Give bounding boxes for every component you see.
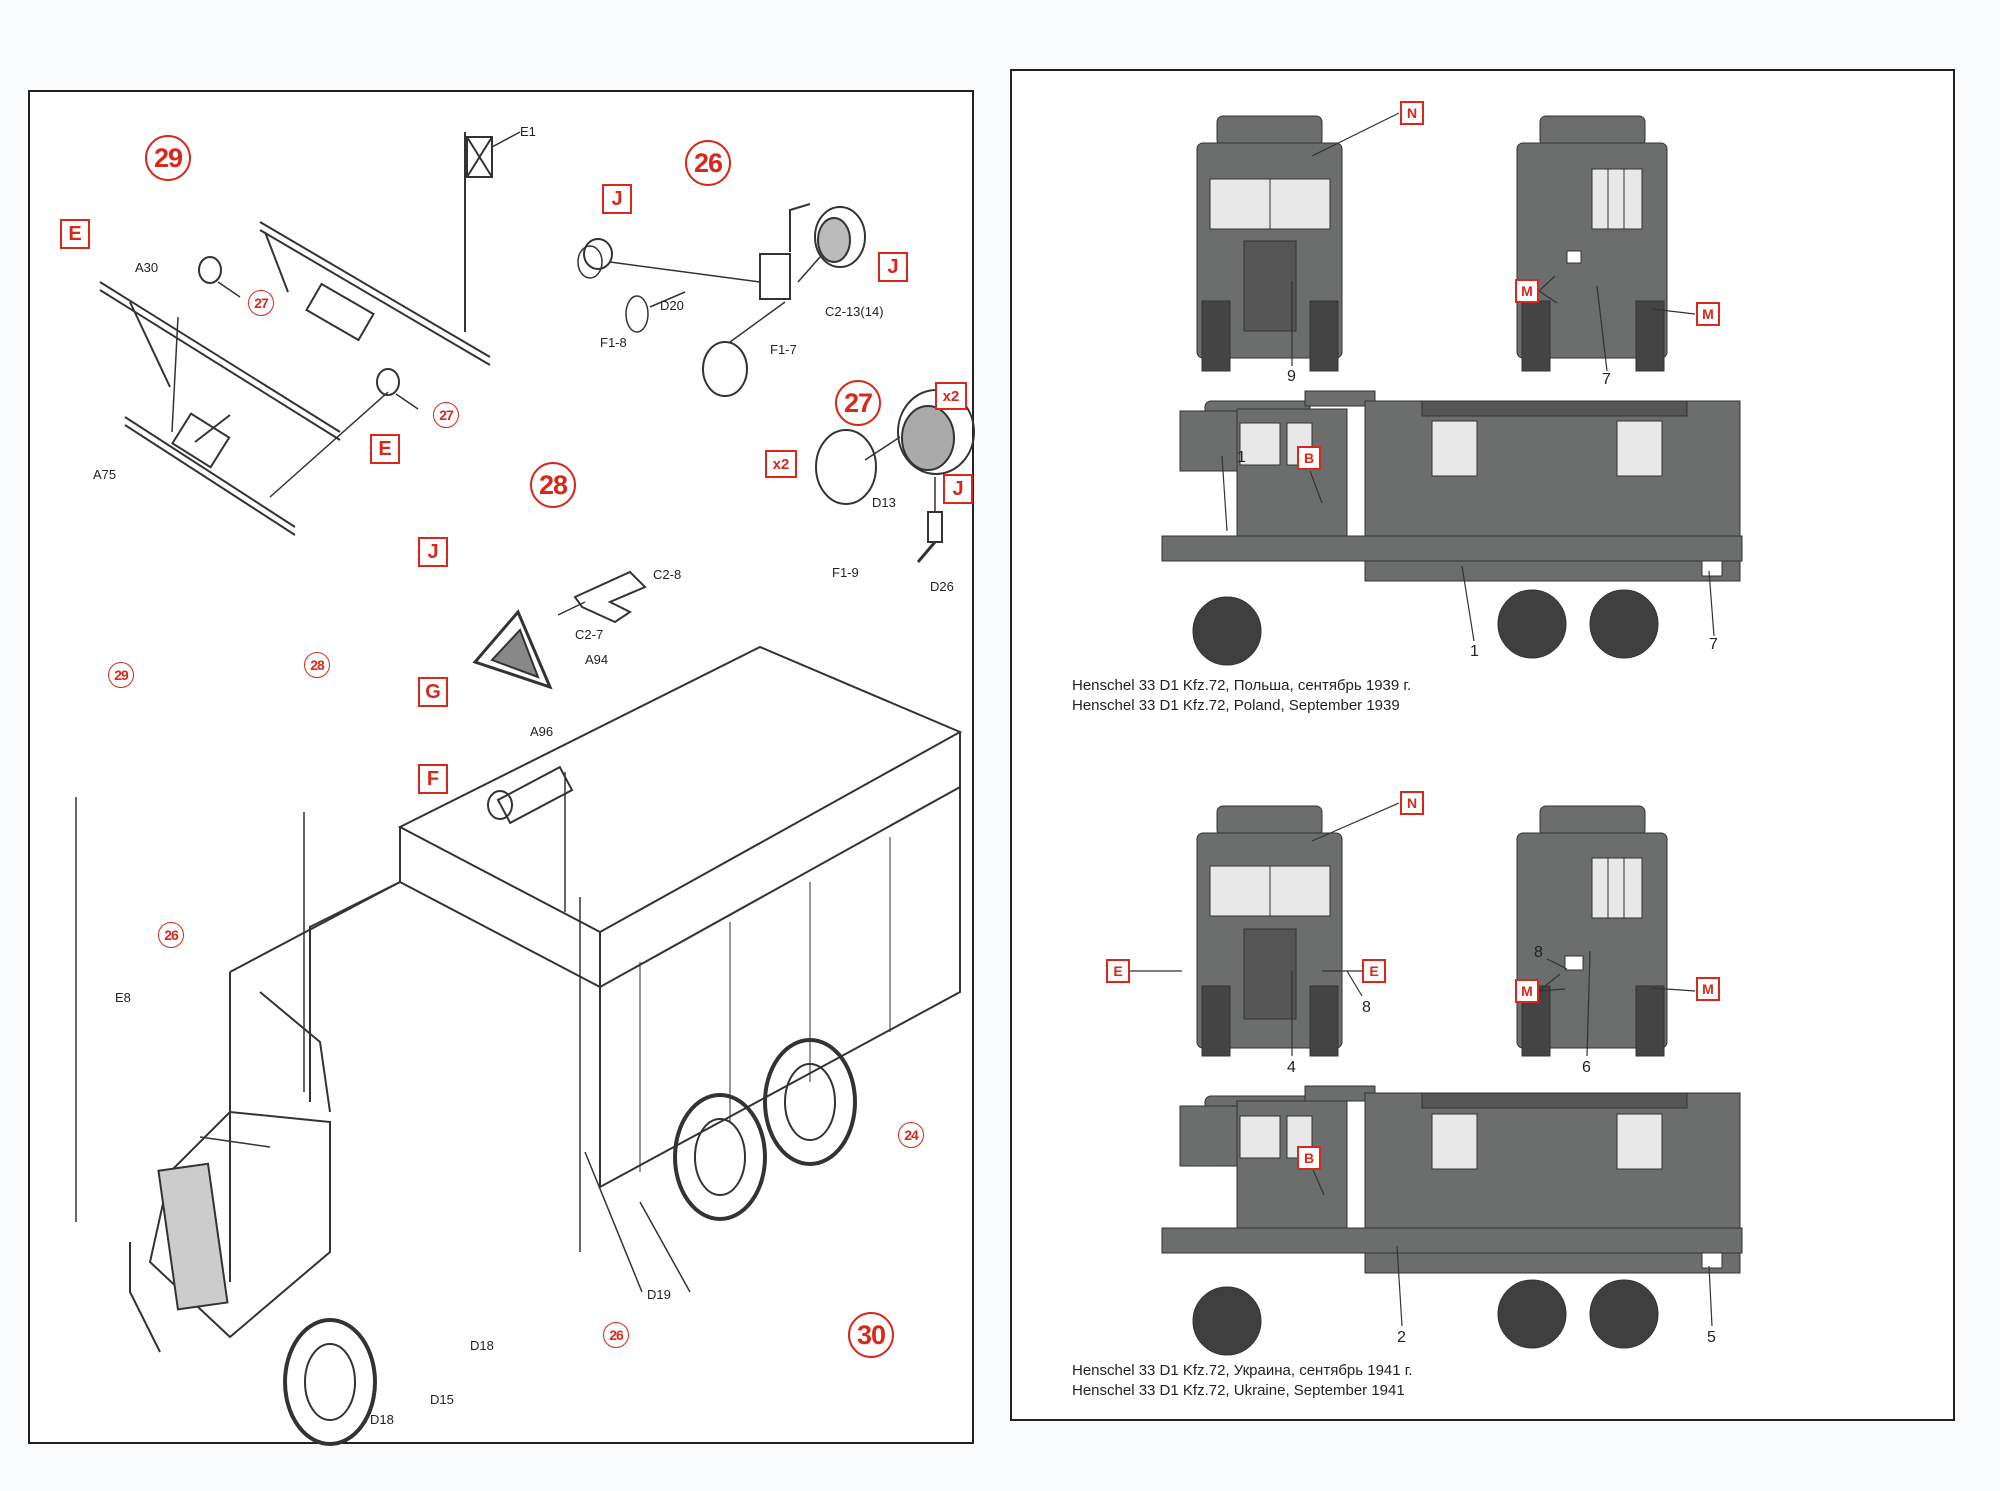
step-ref-26: 26 — [158, 922, 184, 948]
side-view-1941 — [1161, 1085, 1743, 1356]
color-code-j: J — [418, 537, 448, 567]
part-label: A30 — [135, 260, 159, 275]
step-ref-29: 29 — [108, 662, 134, 688]
rear-view-1939 — [1516, 115, 1668, 372]
marking-number: 4 — [1287, 1059, 1296, 1076]
assembly-drawing — [75, 131, 975, 1446]
marking-m: M — [1515, 979, 1539, 1003]
rack-a75 — [124, 412, 296, 536]
part-label: F1-8 — [600, 335, 627, 350]
marking-number: 1 — [1237, 449, 1246, 466]
assembly-arrows — [75, 797, 691, 1293]
part-label: C2-7 — [575, 627, 604, 642]
part-label: F1-7 — [770, 342, 797, 357]
step-number-26: 26 — [685, 140, 731, 186]
scheme-caption-ru: Henschel 33 D1 Kfz.72, Польша, сентябрь … — [1072, 677, 1412, 694]
step-ref-27: 27 — [433, 402, 459, 428]
marking-e: E — [1362, 959, 1386, 983]
part-label: D18 — [470, 1338, 494, 1353]
scheme-caption-en: Henschel 33 D1 Kfz.72, Ukraine, Septembe… — [1072, 1382, 1405, 1399]
front-view-1939 — [1196, 115, 1343, 372]
marking-number: 6 — [1582, 1059, 1591, 1076]
marking-b: B — [1297, 446, 1321, 470]
marking-number: 1 — [1470, 643, 1479, 660]
jack-a94 — [487, 765, 574, 912]
rear-view-1941 — [1516, 805, 1668, 1057]
marking-e: E — [1106, 959, 1130, 983]
side-view-1939 — [1161, 390, 1743, 666]
part-label: E8 — [115, 990, 131, 1005]
warning-triangle — [472, 570, 647, 690]
lamp — [198, 256, 222, 284]
step-number-27: 27 — [835, 380, 881, 426]
scheme-caption-ru: Henschel 33 D1 Kfz.72, Украина, сентябрь… — [1072, 1362, 1413, 1379]
part-label: A96 — [530, 724, 554, 739]
step-ref-26: 26 — [603, 1322, 629, 1348]
assembly-page: 29 26 27 28 30 27 27 29 28 26 26 24 E E … — [28, 90, 975, 1446]
part-label: A75 — [93, 467, 117, 482]
upper-rack — [259, 221, 491, 366]
step-ref-28: 28 — [304, 652, 330, 678]
front-view-1941 — [1196, 805, 1343, 1057]
part-label: D26 — [930, 579, 954, 594]
color-code-e: E — [60, 219, 90, 249]
leader-lines — [1130, 112, 1715, 1327]
part-label: C2-13(14) — [825, 304, 884, 319]
quantity-x2: x2 — [765, 450, 797, 478]
step-number-30: 30 — [848, 1312, 894, 1358]
color-code-j: J — [878, 252, 908, 282]
marking-n: N — [1400, 101, 1424, 125]
marking-m: M — [1515, 279, 1539, 303]
step-number-28: 28 — [530, 462, 576, 508]
scheme-caption-en: Henschel 33 D1 Kfz.72, Poland, September… — [1072, 697, 1400, 714]
color-code-j: J — [943, 474, 973, 504]
marking-m: M — [1696, 302, 1720, 326]
marking-number: 7 — [1709, 636, 1718, 653]
marking-b: B — [1297, 1146, 1321, 1170]
marking-n: N — [1400, 791, 1424, 815]
marking-m: M — [1696, 977, 1720, 1001]
step-ref-27: 27 — [248, 290, 274, 316]
flag-e1 — [464, 131, 521, 332]
luggage-rack-a30 — [99, 281, 341, 443]
step-number-29: 29 — [145, 135, 191, 181]
painting-page: N M M B 9 7 1 1 7 Henschel 33 D1 Kfz.72,… — [1010, 69, 1955, 1421]
lamp-assembly-27 — [815, 389, 975, 563]
lamp — [376, 368, 400, 396]
marking-number: 8 — [1362, 999, 1371, 1016]
part-label: E1 — [520, 124, 536, 139]
part-label: C2-8 — [653, 567, 682, 582]
part-label: D18 — [370, 1412, 394, 1427]
color-code-g: G — [418, 677, 448, 707]
part-label: D15 — [430, 1392, 454, 1407]
part-label: D19 — [647, 1287, 671, 1302]
step-ref-24: 24 — [898, 1122, 924, 1148]
headlight-assembly — [577, 203, 866, 397]
color-code-e: E — [370, 434, 400, 464]
color-code-j: J — [602, 184, 632, 214]
marking-number: 7 — [1602, 371, 1611, 388]
color-code-f: F — [418, 764, 448, 794]
vehicle-profiles — [1130, 112, 1743, 1356]
marking-number: 2 — [1397, 1329, 1406, 1346]
part-label: D13 — [872, 495, 896, 510]
marking-number: 5 — [1707, 1329, 1716, 1346]
marking-number: 9 — [1287, 368, 1296, 385]
part-label: D20 — [660, 298, 684, 313]
truck-isometric — [129, 645, 963, 1446]
quantity-x2: x2 — [935, 382, 967, 410]
part-label: A94 — [585, 652, 609, 667]
marking-number: 8 — [1534, 944, 1543, 961]
part-label: F1-9 — [832, 565, 859, 580]
